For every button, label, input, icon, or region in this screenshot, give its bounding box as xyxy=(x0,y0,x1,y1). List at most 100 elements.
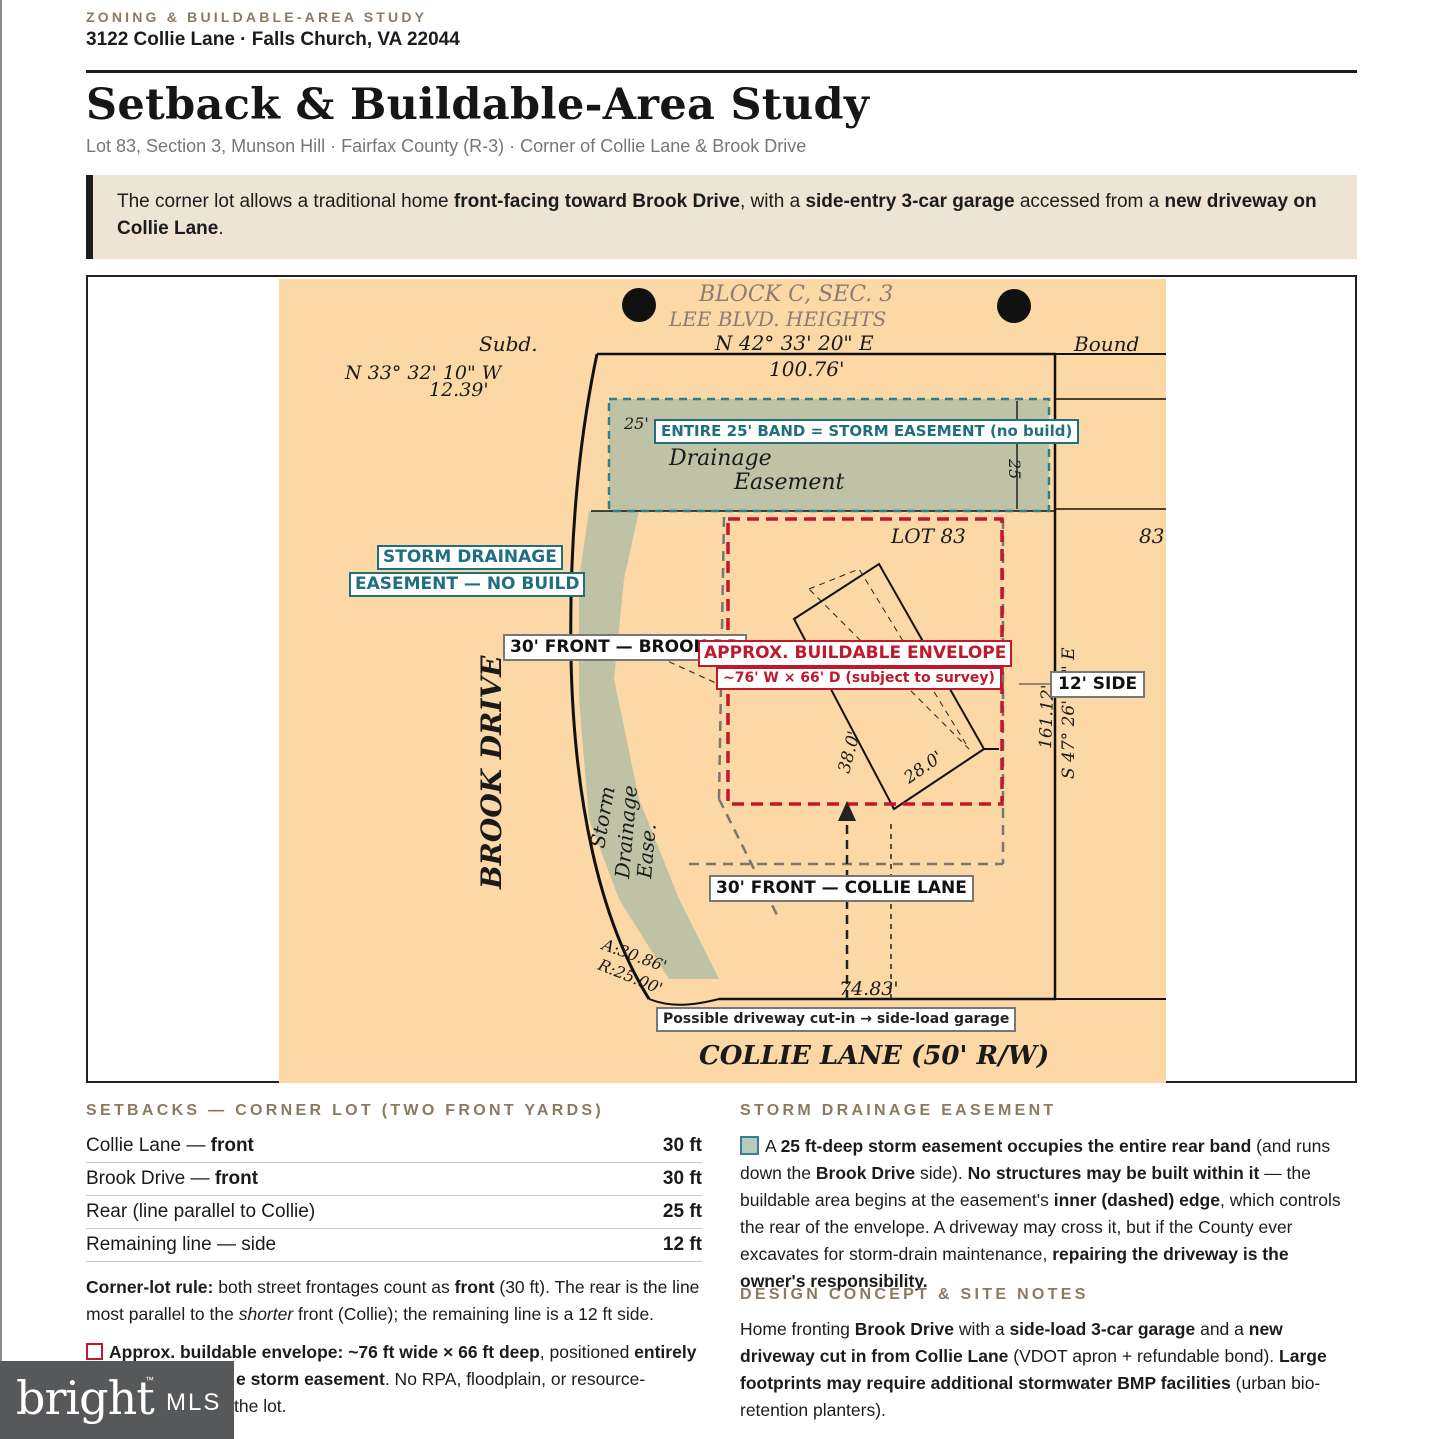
plat-text: N 42° 33' 20" E xyxy=(714,331,874,355)
plat-text: Ease. xyxy=(632,823,661,881)
setback-label-text: Rear (line parallel to Collie) xyxy=(86,1201,316,1222)
envelope-label-1: APPROX. BUILDABLE ENVELOPE xyxy=(698,640,1013,667)
plat-text: Subd. xyxy=(479,332,538,356)
plat-text: 25 xyxy=(1005,458,1024,479)
storm-easement-label-2: EASEMENT — NO BUILD xyxy=(349,572,586,597)
design-text: and a xyxy=(1195,1319,1249,1339)
corner-arc xyxy=(648,998,720,1006)
plat-text: 83 xyxy=(1139,524,1164,548)
easement-bold: No structures may be built within it xyxy=(967,1163,1260,1183)
callout-bold: front-facing toward Brook Drive xyxy=(453,191,740,212)
rule-text: front (Collie); the remaining line is a … xyxy=(293,1304,655,1324)
plat-text: Bound xyxy=(1073,332,1139,356)
page-title: Setback & Buildable-Area Study xyxy=(86,80,870,130)
easement-bold: Brook Drive xyxy=(815,1163,916,1183)
rule-label: Corner-lot rule: xyxy=(86,1277,214,1297)
design-bold: new driveway cut in from Collie Lane xyxy=(740,1319,1283,1366)
envelope-note-bold: Approx. buildable envelope: ~76 ft wide … xyxy=(109,1342,540,1362)
easement-bold: 25 ft-deep storm easement occupies the e… xyxy=(780,1136,1252,1156)
plat-map: BLOCK C, SEC. 3 LEE BLVD. HEIGHTS Subd. … xyxy=(279,279,1166,1083)
easement-bold: repairing the driveway is the owner's re… xyxy=(740,1244,1289,1291)
plat-text: 161.12' xyxy=(1036,684,1058,749)
table-row: Remaining line — side 12 ft xyxy=(86,1229,702,1262)
envelope-note-bold: entirely xyxy=(634,1342,697,1362)
plat-text: Drainage xyxy=(668,446,772,471)
easement-text: (and runs down the xyxy=(740,1136,1331,1183)
setbacks-heading: SETBACKS — CORNER LOT (TWO FRONT YARDS) xyxy=(86,1102,605,1119)
design-text: (urban bio-retention planters). xyxy=(740,1373,1321,1420)
design-bold: Brook Drive xyxy=(854,1319,954,1339)
rule-italic: shorter xyxy=(238,1304,294,1324)
setback-value: 30 ft xyxy=(662,1168,702,1189)
setback-label-text: Remaining line — side xyxy=(86,1234,277,1255)
table-row: Rear (line parallel to Collie) 25 ft xyxy=(86,1196,702,1229)
setback-label-text: Brook Drive — xyxy=(86,1168,215,1189)
document-kicker: ZONING & BUILDABLE-AREA STUDY xyxy=(86,9,428,25)
punch-hole xyxy=(997,289,1031,323)
easement-band-label: ENTIRE 25' BAND = STORM EASEMENT (no bui… xyxy=(654,419,1080,444)
side-easement-fill xyxy=(579,511,719,979)
design-text: with a xyxy=(953,1319,1010,1339)
easement-text: — the buildable area begins at the easem… xyxy=(740,1163,1311,1210)
plat-text: 74.83' xyxy=(839,978,899,1000)
plat-text: BLOCK C, SEC. 3 xyxy=(698,282,893,307)
plat-text: LOT 83 xyxy=(890,524,966,548)
envelope-note-text: . No RPA, floodplain, or resource- xyxy=(384,1369,646,1389)
design-heading: DESIGN CONCEPT & SITE NOTES xyxy=(740,1286,1089,1303)
envelope-note-line3: the lot. xyxy=(234,1396,287,1416)
setback-value: 30 ft xyxy=(662,1135,702,1156)
setback-label-text: Collie Lane — xyxy=(86,1135,211,1156)
envelope-note-line2: e storm easement. No RPA, floodplain, or… xyxy=(236,1366,706,1393)
driveway-label: Possible driveway cut-in → side-load gar… xyxy=(656,1007,1017,1032)
easement-paragraph: A 25 ft-deep storm easement occupies the… xyxy=(740,1133,1357,1295)
easement-text: side). xyxy=(915,1163,968,1183)
rule-text: (30 ft). The rear is the line most paral… xyxy=(86,1277,700,1324)
callout-text: accessed from a xyxy=(1014,191,1165,212)
setback-label: Rear (line parallel to Collie) xyxy=(86,1201,315,1223)
plat-text: LEE BLVD. HEIGHTS xyxy=(668,307,886,331)
callout-bold: side-entry 3-car garage xyxy=(805,191,1015,212)
front-setback-collie-label: 30' FRONT — COLLIE LANE xyxy=(709,875,974,902)
setback-label-bold: front xyxy=(210,1135,254,1156)
rule-text: both street frontages count as xyxy=(213,1277,455,1297)
storm-easement-label-1: STORM DRAINAGE xyxy=(377,545,563,570)
setback-label: Remaining line — side xyxy=(86,1234,276,1256)
table-row: Collie Lane — front 30 ft xyxy=(86,1130,702,1163)
callout-text: . xyxy=(218,218,224,239)
plat-leader xyxy=(618,638,730,690)
callout-text: , with a xyxy=(739,191,806,212)
easement-heading: STORM DRAINAGE EASEMENT xyxy=(740,1102,1057,1119)
trademark-mark: ™ xyxy=(145,1375,154,1385)
bright-mls-watermark: bright ™ MLS xyxy=(0,1361,234,1439)
plat-text: 12.39' xyxy=(429,379,489,401)
envelope-note-bold: e storm easement xyxy=(236,1369,385,1389)
plat-text: S 47° 26' 40" E xyxy=(1059,647,1079,779)
design-text: Home fronting xyxy=(740,1319,855,1339)
plat-text: 25' xyxy=(623,414,649,433)
page-subtitle: Lot 83, Section 3, Munson Hill · Fairfax… xyxy=(86,136,807,156)
site-plan-figure: BLOCK C, SEC. 3 LEE BLVD. HEIGHTS Subd. … xyxy=(86,275,1357,1083)
setback-value: 25 ft xyxy=(662,1201,702,1222)
setback-value: 12 ft xyxy=(662,1234,702,1255)
envelope-note: Approx. buildable envelope: ~76 ft wide … xyxy=(86,1339,702,1366)
setback-label: Collie Lane — front xyxy=(86,1135,254,1157)
envelope-swatch-icon xyxy=(86,1343,103,1360)
easement-outline xyxy=(607,397,1051,513)
easement-swatch-icon xyxy=(740,1136,759,1155)
plat-text: COLLIE LANE (50' R/W) xyxy=(699,1041,1049,1071)
corner-lot-rule: Corner-lot rule: both street frontages c… xyxy=(86,1274,702,1328)
plat-text: BROOK DRIVE xyxy=(475,655,508,890)
side-setback-label: 12' SIDE xyxy=(1050,671,1146,698)
rule-bold: front xyxy=(454,1277,495,1297)
punch-hole xyxy=(622,288,656,322)
easement-text: , which controls the rear of the envelop… xyxy=(740,1190,1341,1264)
easement-text: A xyxy=(765,1136,781,1156)
design-bold: Large footprints may require additional … xyxy=(740,1346,1327,1393)
plat-text: 100.76' xyxy=(769,357,844,381)
easement-bold: inner (dashed) edge xyxy=(1053,1190,1220,1210)
page-edge-rule xyxy=(0,0,2,1439)
summary-callout: The corner lot allows a traditional home… xyxy=(86,175,1357,259)
design-text: (VDOT apron + refundable bond). xyxy=(1008,1346,1280,1366)
